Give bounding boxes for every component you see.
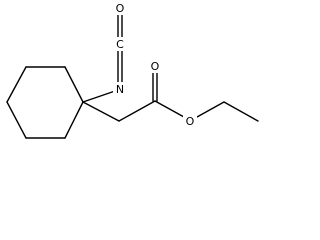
bond-ch2-ch3 [223,101,259,122]
bond-c-n [82,89,119,103]
atom-label-o-carbonyl: O [148,59,162,73]
molecule-drawing: O C N O O [6,1,259,139]
svg-text:C: C [116,38,124,51]
ring-bond-1 [64,101,84,139]
ring-bond-3 [6,101,27,139]
bond-ring-ch2 [82,101,120,122]
atom-label-n-isocyanate: N [113,82,127,96]
bond-carbonyl-o-ester [154,100,185,118]
svg-text:O: O [151,60,160,73]
ring-bond-4 [6,66,27,103]
atom-label-c-isocyanate: C [113,37,127,51]
structure-diagram: O C N O O [6,1,259,139]
bond-ch2-carbonyl [118,100,156,122]
atom-label-o-isocyanate: O [113,1,127,15]
ring-bond-6 [64,66,84,103]
svg-text:O: O [186,115,195,128]
cyclohexane-ring [6,66,84,139]
atom-label-o-ester: O [183,114,197,128]
bond-o-ch2 [196,101,225,118]
svg-text:O: O [116,2,125,15]
svg-text:N: N [116,83,124,96]
